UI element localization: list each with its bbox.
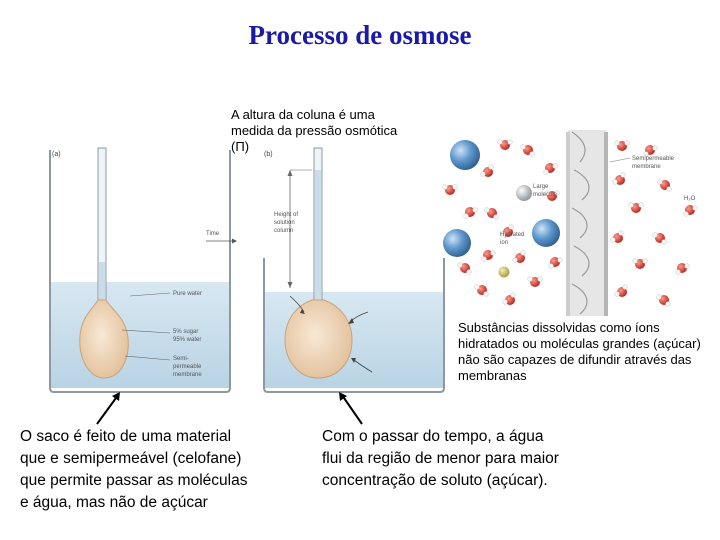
label-large-molecule-2: molecule: [533, 192, 558, 198]
panel-a-label: (a): [52, 151, 61, 158]
ion: [532, 219, 560, 247]
flow-caption: Com o passar do tempo, a água flui da re…: [322, 428, 559, 489]
membrane-bag-b: [284, 299, 353, 379]
label-membrane-1: Semi-: [173, 356, 189, 362]
page-title: Processo de osmose: [248, 20, 472, 50]
label-membrane-2: permeable: [173, 364, 202, 370]
panel-b-label: (b): [264, 151, 273, 158]
time-arrow: Time: [206, 231, 237, 244]
beaker-b-wall: [263, 258, 445, 393]
ion: [443, 229, 471, 257]
tube-a-liquid: [99, 262, 105, 328]
caption-pointers: [96, 392, 363, 425]
tube-b-liquid: [315, 170, 321, 320]
beaker-a-wall: [49, 150, 231, 393]
label-hydrated-ion-2: ion: [500, 240, 508, 246]
label-large-molecule-1: Large: [533, 184, 549, 190]
ion: [450, 140, 480, 170]
label-sugar-1: 5% sugar: [173, 329, 198, 335]
beaker-b: Height of solution column (b): [263, 147, 445, 393]
label-height-3: column: [274, 228, 293, 234]
label-semipermeable-2: membrane: [632, 164, 661, 170]
label-membrane-3: membrane: [173, 372, 202, 378]
membrane-bag-a: [79, 299, 129, 379]
beaker-a: Pure water 5% sugar 95% water Semi- perm…: [49, 147, 231, 393]
label-semipermeable-1: Semipermeable: [632, 156, 675, 162]
large-molecule: [516, 185, 532, 201]
label-height-1: Height of: [274, 212, 298, 218]
membrane-caption: Substâncias dissolvidas como íons hidrat…: [458, 320, 701, 383]
label-h2o: H₂O: [684, 196, 696, 202]
label-sugar-2: 95% water: [173, 337, 201, 343]
small-ion: [498, 266, 510, 278]
label-pure-water: Pure water: [173, 291, 202, 297]
beaker-a-water: [50, 282, 230, 388]
bag-caption: O saco é feito de uma material que e sem…: [20, 428, 248, 511]
osmotic-pressure-note: A altura da coluna é uma medida da press…: [231, 107, 398, 154]
label-hydrated-ion-1: Hydrated: [500, 232, 524, 238]
label-time: Time: [206, 231, 220, 237]
water-molecules: [442, 139, 698, 307]
molecular-diagram: Semipermeable membrane Large molecule Hy…: [442, 130, 698, 316]
semipermeable-membrane: [566, 130, 608, 316]
label-height-2: solution: [274, 220, 295, 226]
